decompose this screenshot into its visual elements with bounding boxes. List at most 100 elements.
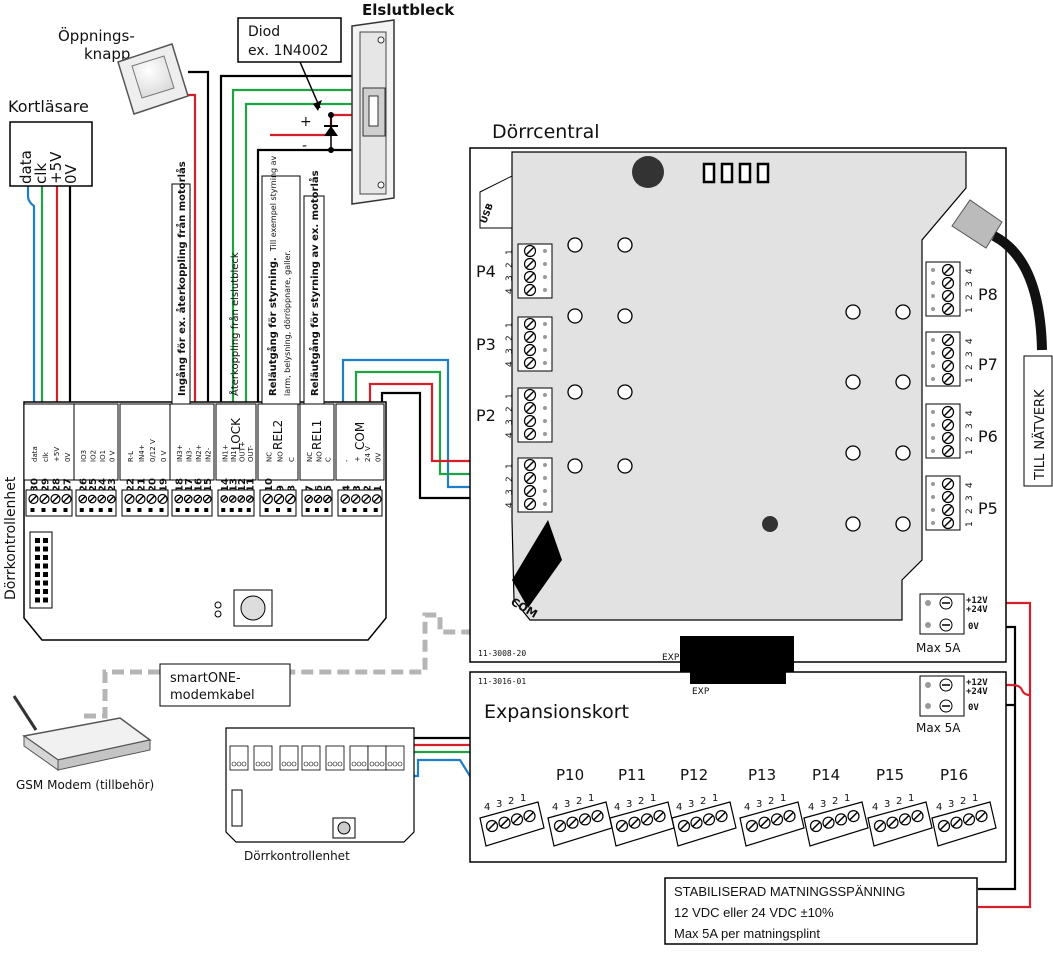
terminal-number: 8 [287, 485, 298, 492]
terminal-label: 0 V [160, 450, 168, 462]
status-led [738, 162, 752, 184]
reader-pin-0v: 0V [62, 163, 80, 184]
diode: Diod ex. 1N4002 + - [237, 17, 342, 154]
port-pin-number: 3 [884, 799, 890, 810]
mini-terminal [385, 745, 405, 771]
terminal-label: NO [277, 451, 285, 462]
mounting-holes [567, 237, 911, 532]
port-pin-number: 1 [650, 793, 656, 804]
mounting-hole [895, 304, 911, 320]
block-title-rel2: REL2 [271, 420, 285, 450]
port-pin-number: 1 [908, 793, 914, 804]
terminal-label: NO [315, 451, 323, 462]
terminal-label: IO3 [80, 450, 88, 462]
terminal-label: NC [306, 452, 314, 462]
port-pin-number: 2 [505, 262, 515, 268]
terminal-label: IN2- [205, 447, 213, 462]
terminal-number: 11 [245, 478, 256, 492]
port-pin-number: 3 [965, 351, 975, 357]
header-pin [35, 589, 40, 594]
terminal-label: NC [265, 452, 273, 462]
terminal-number: 25 [88, 478, 99, 492]
block-title-lock: LOCK [229, 417, 243, 450]
mini-terminal [301, 745, 321, 771]
header-pin [43, 597, 48, 603]
strike-minus: - [302, 138, 307, 154]
mounting-hole [567, 384, 583, 400]
terminal-number: 26 [79, 478, 90, 492]
mounting-hole [617, 308, 633, 324]
terminal-number: 4 [341, 485, 352, 492]
terminal-label: IN4+ [138, 444, 146, 462]
port-pin-number: 2 [832, 796, 838, 807]
port-pin-number: 3 [820, 799, 826, 810]
terminal-number: 20 [148, 478, 159, 492]
header-pin [43, 580, 48, 586]
terminal-number: 27 [63, 478, 74, 492]
port-pin-number: 1 [965, 449, 975, 455]
header-pin [35, 572, 40, 577]
door-central: Dörrcentral USB COM 11-3008-20 EXP 1234P… [469, 121, 1007, 682]
port-pin-number: 3 [965, 423, 975, 429]
opening-button-title-2: knapp [84, 45, 130, 63]
strike-title: Elslutbleck [362, 1, 455, 19]
power-supply-box: STABILISERAD MATNINGSSPÄNNING 12 VDC ell… [664, 877, 978, 945]
header-pin [43, 555, 48, 560]
mounting-hole [845, 374, 861, 390]
terminal-number: 19 [159, 478, 170, 492]
callout-rel2-bold: Reläutgång för styrning. [266, 257, 279, 396]
terminal-number: 3 [352, 485, 363, 492]
terminal-label: IO1 [99, 450, 107, 462]
port-pin-number: 2 [960, 796, 966, 807]
supply-plus-24-main: +24V [966, 605, 988, 615]
exp-label-top: EXP [662, 653, 680, 663]
terminal-number: 18 [175, 478, 186, 492]
port-pin-number: 4 [744, 802, 750, 813]
terminal-label: C [288, 457, 296, 462]
terminal-label: 0V [374, 453, 382, 462]
mounting-hole [617, 384, 633, 400]
port-pin-number: 4 [505, 288, 515, 294]
port-pin-number: 4 [505, 361, 515, 367]
port-pin-number: 4 [872, 802, 878, 813]
port-pin-number: 2 [965, 294, 975, 300]
port-pin-number: 3 [626, 799, 632, 810]
port-pin-number: 3 [965, 281, 975, 287]
port-pin-number: 3 [496, 799, 502, 810]
header-pin [35, 597, 40, 603]
terminal-number: 14 [220, 478, 231, 492]
mounting-hole [845, 516, 861, 532]
callout-lock: Återkoppling från elslutbleck [228, 252, 241, 396]
network-cable: TILL NÄTVERK [951, 199, 1053, 487]
port-pin-number: 3 [756, 799, 762, 810]
terminal-number: 6 [314, 485, 325, 492]
port-name-P13: P13 [748, 766, 776, 784]
port-pin-number: 1 [588, 793, 594, 804]
mounting-hole [617, 458, 633, 474]
terminal-label: R-L [127, 451, 135, 462]
header-pin [35, 580, 40, 586]
header-pin [43, 538, 48, 543]
max-5a-main: Max 5A [916, 641, 961, 655]
terminal-number: 21 [137, 478, 148, 492]
terminal-label: IO2 [90, 450, 98, 462]
port-pin-number: 4 [965, 338, 975, 344]
gsm-modem: GSM Modem (tillbehör) [12, 695, 154, 792]
mounting-hole [567, 237, 583, 253]
status-led [720, 162, 734, 184]
diode-label-2: ex. 1N4002 [248, 43, 329, 59]
port-pin-number: 4 [965, 410, 975, 416]
